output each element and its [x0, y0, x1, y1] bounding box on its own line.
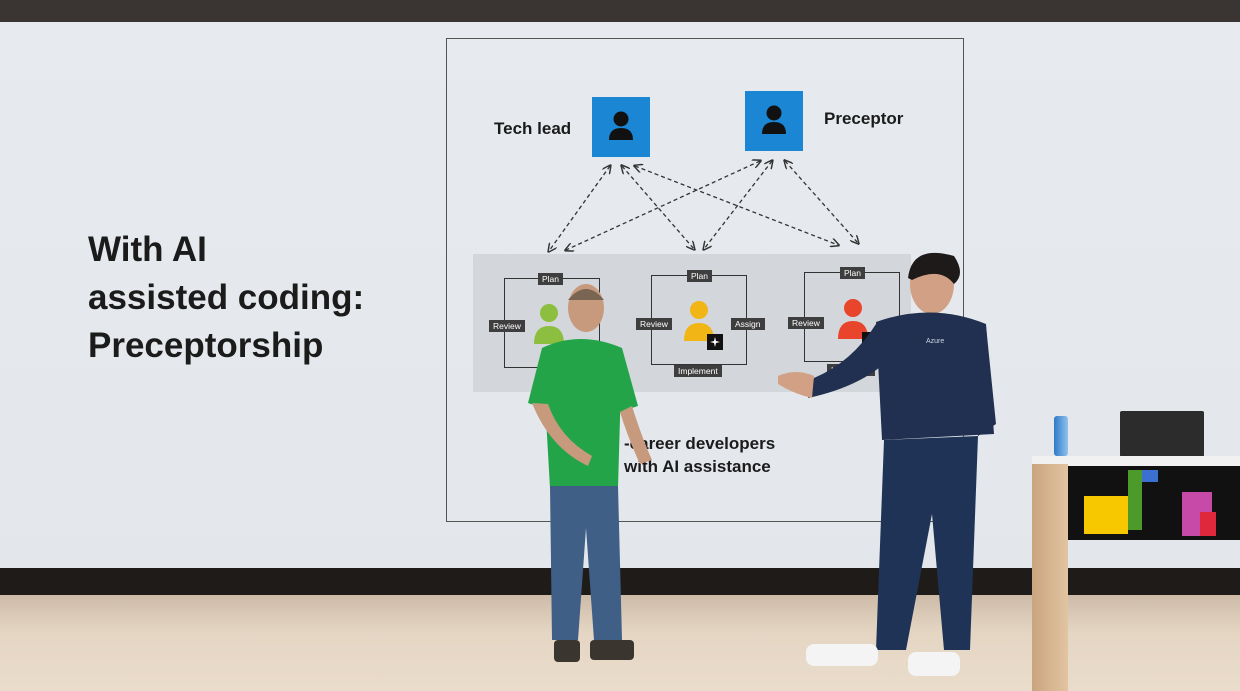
slide-headline: With AI assisted coding: Preceptorship — [88, 226, 418, 370]
plan-tag: Plan — [840, 267, 866, 279]
preceptor-person-icon — [745, 91, 803, 151]
tech-lead-person-icon — [592, 97, 650, 157]
headline-line: assisted coding: — [88, 278, 365, 317]
review-tag: Review — [788, 317, 824, 329]
shirt-logo-text: Azure — [926, 338, 945, 345]
developer-person-icon — [534, 304, 564, 344]
speaker-right — [778, 252, 996, 676]
laptop — [1120, 411, 1204, 457]
headline-line: With AI — [88, 230, 207, 269]
panel-block — [1084, 496, 1128, 534]
water-bottle — [1054, 416, 1068, 456]
implement-tag: Implement — [674, 365, 722, 377]
panel-block — [1142, 470, 1158, 482]
review-tag: Review — [636, 318, 672, 330]
speaker-left — [528, 284, 652, 662]
developer-person-icon — [684, 301, 714, 341]
panel-block — [1128, 470, 1142, 530]
preceptor-label: Preceptor — [824, 109, 904, 128]
ai-sparkle-icon — [707, 334, 723, 350]
tech-lead-label: Tech lead — [494, 119, 572, 138]
diagram-frame — [446, 38, 964, 522]
caption-line: -career developers — [624, 434, 776, 453]
diagram-caption: -career developers with AI assistance — [624, 432, 775, 478]
presenter-desk — [1032, 456, 1240, 691]
caption-line: with AI assistance — [624, 457, 771, 476]
desk-leg — [1032, 464, 1068, 691]
desk-top — [1032, 456, 1240, 466]
desk-display-panel — [1068, 466, 1240, 540]
headline-line: Preceptorship — [88, 326, 324, 365]
ceiling — [0, 0, 1240, 24]
developer-person-icon — [838, 299, 868, 339]
plan-tag: Plan — [538, 273, 564, 285]
assign-tag: Assign — [731, 318, 765, 330]
panel-block — [1200, 512, 1216, 536]
plan-tag: Plan — [687, 270, 713, 282]
review-tag: Review — [489, 320, 525, 332]
